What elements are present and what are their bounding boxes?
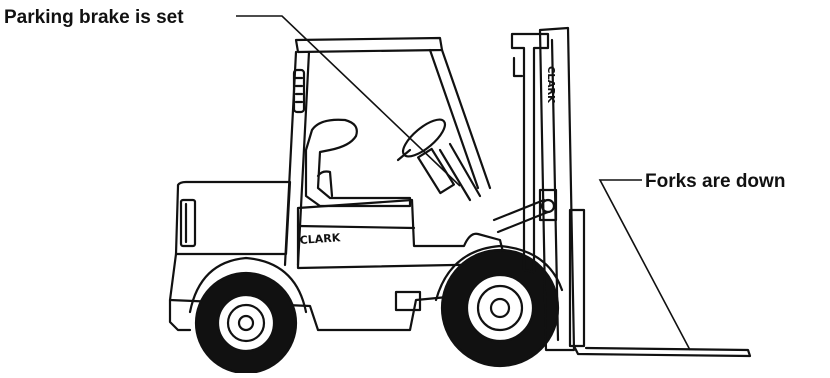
steering-cylinder: [418, 149, 454, 193]
rear-grille: [181, 200, 195, 246]
mast-brand: CLARK: [545, 66, 556, 104]
parking-brake-callout: Parking brake is set: [4, 8, 184, 27]
front-wheel: [442, 250, 558, 366]
forks-leader-line: [600, 180, 690, 350]
counterweight-brand: CLARK: [299, 231, 341, 247]
brake-leader-line: [236, 16, 460, 186]
operator-seat: [306, 120, 410, 206]
forks-down-callout: Forks are down: [645, 172, 785, 191]
fork-blade: [574, 346, 750, 356]
brand-marks: CLARK CLARK: [299, 66, 556, 247]
rear-wheel: [196, 273, 296, 373]
